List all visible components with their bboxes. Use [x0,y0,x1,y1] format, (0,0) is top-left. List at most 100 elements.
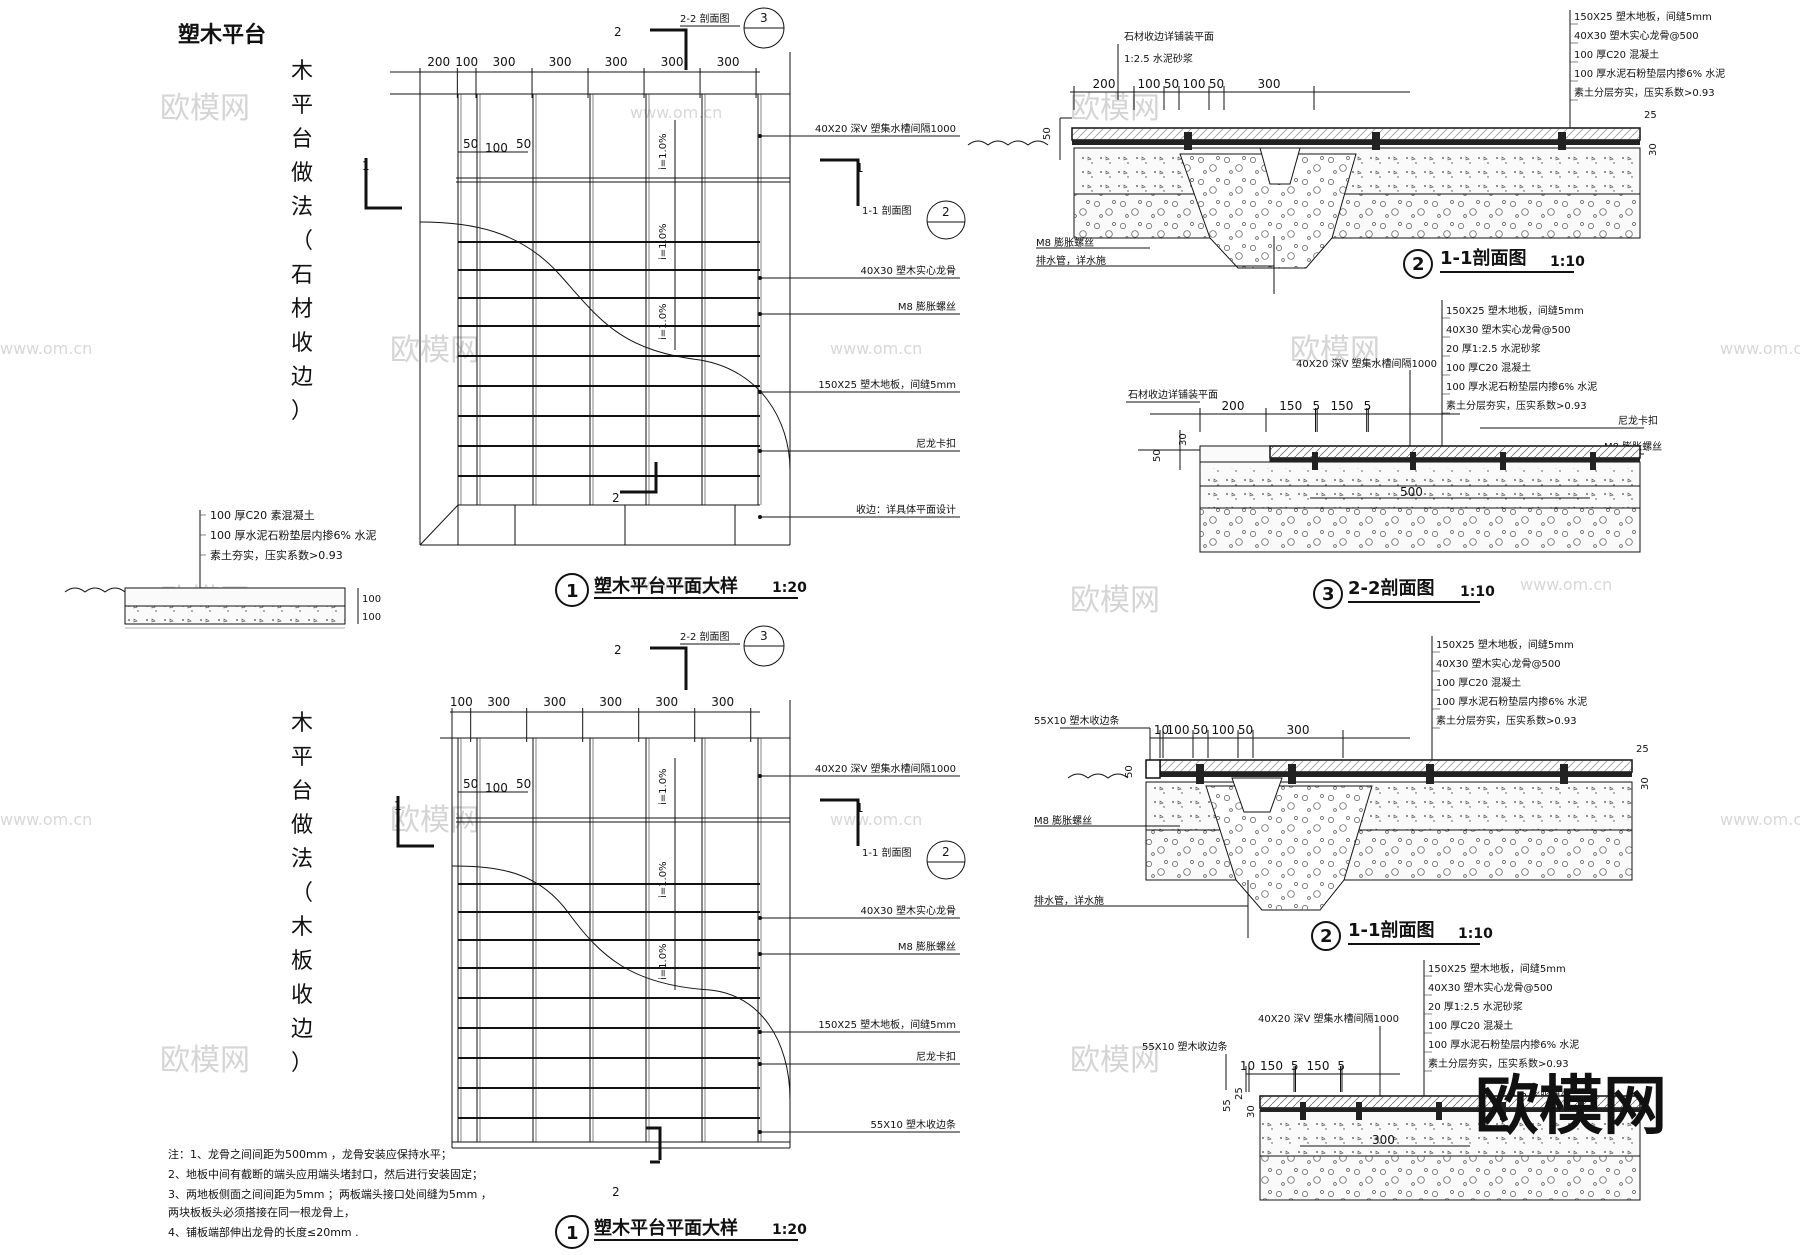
layer-label: 150X25 塑木地板，间缝5mm [1436,638,1574,651]
section-mark: 2 [612,491,620,505]
ref-number: 3 [760,629,768,643]
slope-label: i=1.0% [658,223,669,260]
top-label: 40X20 深V 塑集水槽间隔1000 [1258,1012,1399,1025]
drawing-title: 2-2剖面图 [1348,577,1435,599]
drawing-scale: 1:20 [772,580,807,596]
dim-label: 300 [493,55,516,69]
callout-label: 40X20 深V 塑集水槽间隔1000 [815,762,956,775]
edge-label: 石材收边详铺装平面 [1128,388,1218,401]
drawing-title: 1-1剖面图 [1440,247,1527,269]
drawing-number: 2 [1412,254,1425,275]
dim-label: 300 [605,55,628,69]
dim-label: 10 [1154,723,1169,737]
dim-label: 150 [1307,1059,1330,1073]
layer-label: 20 厚1:2.5 水泥砂浆 [1428,1000,1523,1013]
drawing-number: 2 [1320,926,1333,947]
dim-label: 30 [1648,143,1659,156]
section-mark: 1 [362,159,370,173]
watermark-url: www.om.cn [830,810,922,829]
drawing-number: 3 [1322,584,1335,605]
page-title: 塑木平台 [178,22,266,48]
dim-label: 300 [599,695,622,709]
dim-label: 55 [1222,1099,1233,1112]
dim-label: 200 [1222,399,1245,413]
dim-label: 50 [1042,127,1053,140]
dim-label: 200 [1093,77,1116,91]
drawing-scale: 1:10 [1460,584,1495,600]
callout-label: 尼龙卡扣 [916,1050,956,1063]
layer-label: 150X25 塑木地板，间缝5mm [1446,304,1584,317]
section-mark: 2 [614,25,622,39]
layer-label: 素土分层夯实，压实系数>0.93 [1446,399,1587,412]
dim-label: 200 [427,55,450,69]
layer-label: 100 厚水泥石粉垫层内掺6% 水泥 [1446,380,1597,393]
leader-dot [758,774,762,778]
leader-dot [758,1130,762,1134]
dim-label: 5 [1313,399,1321,413]
dim-label: 50 [1124,765,1135,778]
dim-label: 30 [1246,1105,1257,1118]
section-mark: 1 [856,161,864,175]
dim-label: 30 [1640,777,1651,790]
dim-label: 300 [717,55,740,69]
watermark-url: www.om.cn [830,339,922,358]
leader-dot [758,1030,762,1034]
dim-label: 10 [1240,1059,1255,1073]
layer-label: 100 厚C20 混凝土 [1574,48,1659,61]
layer-label: 150X25 塑木地板，间缝5mm [1428,962,1566,975]
drawing-scale: 1:10 [1458,926,1493,942]
dim-label: 300 [661,55,684,69]
dim-label: 50 [1152,449,1163,462]
layer-label: 40X30 塑木实心龙骨@500 [1446,323,1571,336]
dim-label: 100 [1183,77,1206,91]
dim-label: 100 [1212,723,1235,737]
dim-label: 300 [1372,1133,1395,1147]
dim-label: 50 [516,777,531,791]
layer-label: 40X30 塑木实心龙骨@500 [1436,657,1561,670]
drawing-number: 1 [566,1223,579,1244]
layer-label: 150X25 塑木地板，间缝5mm [1574,10,1712,23]
layer-label: 20 厚1:2.5 水泥砂浆 [1446,342,1541,355]
layer-label: 素土分层夯实，压实系数>0.93 [1574,86,1715,99]
callout-label: M8 膨胀螺丝 [898,300,956,313]
section-mark: 2 [614,643,622,657]
layer-label: 100 厚C20 混凝土 [1436,676,1521,689]
notes: 注：1、龙骨之间间距为500mm ，龙骨安装应保持水平； 2、地板中间有截断的端… [168,1147,492,1239]
dim-label: 30 [1178,433,1189,446]
layer-label: 100 厚C20 素混凝土 [210,508,315,522]
section-mark: 1 [394,799,402,813]
watermark: 欧模网 [160,91,250,126]
layer-label: 100 厚水泥石粉垫层内掺6% 水泥 [1436,695,1587,708]
dim-label: 50 [1238,723,1253,737]
edge-label: 55X10 塑木收边条 [1034,714,1119,727]
right-label: 尼龙卡扣 [1618,414,1658,427]
left-label: M8 膨胀螺丝 [1036,236,1094,249]
layer-label: 100 厚C20 混凝土 [1446,361,1531,374]
dim-label: 50 [1193,723,1208,737]
leader-dot [758,1062,762,1066]
callout-label: M8 膨胀螺丝 [898,940,956,953]
callout-label: 40X20 深V 塑集水槽间隔1000 [815,122,956,135]
watermark: 欧模网 [1070,1043,1160,1078]
watermark: 欧模网 [390,803,480,838]
dim-label: 500 [1400,485,1423,499]
watermark: 欧模网 [160,1043,250,1078]
drawing-title: 塑木平台平面大样 [594,1217,738,1239]
dim-label: 25 [1234,1087,1245,1100]
dim-label: 50 [1209,77,1224,91]
dim-label: 25 [1644,110,1657,121]
note-line: 注：1、龙骨之间间距为500mm ，龙骨安装应保持水平； [168,1147,452,1161]
callout-label: 40X30 塑木实心龙骨 [861,264,956,277]
section-ref: 1-1 剖面图 [862,204,912,217]
slope-label: i=1.0% [658,133,669,170]
dim-label: 5 [1364,399,1372,413]
dim-label: 100 [485,781,508,795]
dim-label: 300 [487,695,510,709]
watermark: 欧模网 [1290,333,1380,368]
dim-label: 100 [450,695,473,709]
watermarks: 欧模网 欧模网 欧模网 欧模网 欧模网 欧模网 欧模网 欧模网 欧模网 欧模网 … [0,91,1800,1078]
